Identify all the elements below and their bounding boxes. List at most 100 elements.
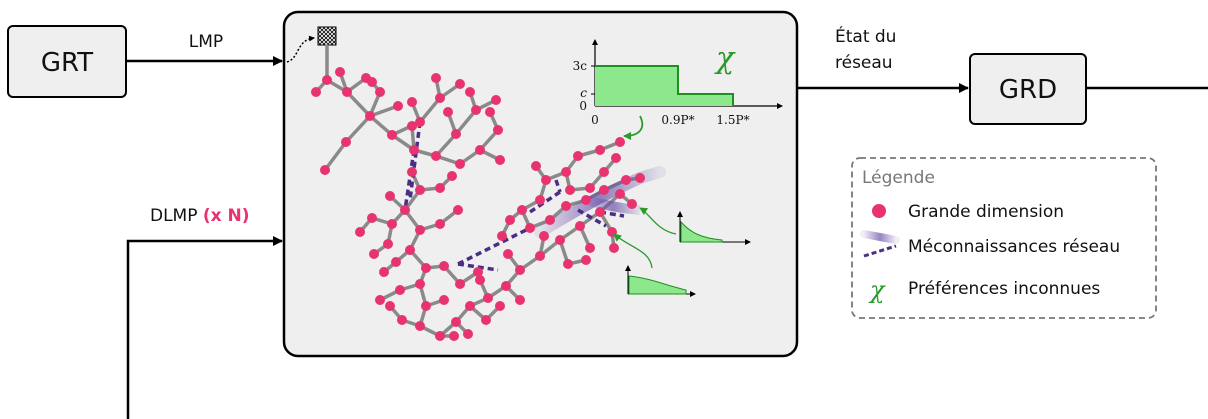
network-node xyxy=(581,255,591,265)
network-node xyxy=(555,235,565,245)
network-node xyxy=(635,173,645,183)
ytick-3c: 3c xyxy=(573,59,588,73)
legend-item-meconnaissances: Méconnaissances réseau xyxy=(908,237,1120,257)
network-node xyxy=(561,201,571,211)
network-dashed-edge xyxy=(403,149,416,211)
network-node xyxy=(481,315,491,325)
cost-chart: 3c c 0 0 0.9P* 1.5P* χ xyxy=(573,39,783,140)
lmp-label: LMP xyxy=(189,32,223,52)
grd-box: GRD xyxy=(969,53,1087,125)
network-node xyxy=(407,97,417,107)
network-node xyxy=(342,87,352,97)
ytick-0: 0 xyxy=(579,99,587,113)
chi-symbol: χ xyxy=(714,41,736,76)
network-node xyxy=(375,295,385,305)
network-node xyxy=(421,263,431,273)
network-node xyxy=(435,219,445,229)
network-dashed-edge xyxy=(457,226,531,266)
network-node xyxy=(493,125,503,135)
network-node xyxy=(463,329,473,339)
network-node xyxy=(383,239,393,249)
network-node xyxy=(575,221,585,231)
network-node xyxy=(405,245,415,255)
network-node xyxy=(400,205,410,215)
network-node xyxy=(435,183,445,193)
network-graph xyxy=(311,44,666,341)
network-node xyxy=(335,67,345,77)
network-edge xyxy=(418,96,442,124)
network-dashed-edge xyxy=(529,190,561,214)
legend-dashed-icon xyxy=(863,244,897,258)
network-node xyxy=(475,275,485,285)
network-node xyxy=(355,227,365,237)
network-node xyxy=(471,105,481,115)
network-node xyxy=(397,315,407,325)
legend-chi-icon: χ xyxy=(868,276,886,304)
grt-box: GRT xyxy=(7,25,127,98)
network-node xyxy=(421,301,431,311)
preference-plot-2 xyxy=(613,233,696,297)
grt-label: GRT xyxy=(41,48,93,78)
network-node xyxy=(515,265,525,275)
legend-item-grande-dimension: Grande dimension xyxy=(908,202,1064,222)
network-node xyxy=(517,205,527,215)
xtick-0: 0 xyxy=(591,113,599,127)
dlmp-arrow xyxy=(126,236,283,419)
network-node xyxy=(453,205,463,215)
network-node xyxy=(561,167,571,177)
network-node xyxy=(365,111,375,121)
network-node xyxy=(581,195,591,205)
network-node xyxy=(451,317,461,327)
network-node xyxy=(585,243,595,253)
network-edge xyxy=(344,114,372,144)
network-node xyxy=(341,137,351,147)
xtick-15p: 1.5P* xyxy=(716,113,749,127)
cost-step-area xyxy=(595,66,733,106)
network-node xyxy=(415,321,425,331)
network-node xyxy=(439,261,449,271)
network-node xyxy=(573,151,583,161)
network-dashed-edge xyxy=(554,179,562,193)
legend: Légende Grande dimension Méconnaissances… xyxy=(851,157,1157,319)
network-edge xyxy=(454,108,478,136)
network-node xyxy=(367,77,377,87)
network-node xyxy=(595,145,605,155)
network-dashed-edge xyxy=(408,121,422,201)
network-node xyxy=(415,279,425,289)
network-node xyxy=(495,155,505,165)
network-node xyxy=(539,231,549,241)
legend-title: Légende xyxy=(862,168,935,188)
network-node xyxy=(385,301,395,311)
network-node xyxy=(375,87,385,97)
network-node xyxy=(447,171,457,181)
network-node xyxy=(435,93,445,103)
network-node xyxy=(599,185,609,195)
network-node xyxy=(407,121,417,131)
network-node xyxy=(615,189,625,199)
network-node xyxy=(497,231,507,241)
chart-to-network-arrow xyxy=(623,115,644,140)
dlmp-label: DLMP (x N) xyxy=(150,206,250,226)
network-node xyxy=(379,267,389,277)
network-node xyxy=(367,213,377,223)
network-node xyxy=(531,161,541,171)
network-node xyxy=(585,183,595,193)
network-node xyxy=(475,145,485,155)
network-node xyxy=(435,331,445,341)
network-node xyxy=(565,185,575,195)
network-node xyxy=(322,75,332,85)
network-node xyxy=(415,225,425,235)
network-node xyxy=(495,301,505,311)
network-node xyxy=(407,167,417,177)
legend-blur-icon xyxy=(860,230,900,244)
network-node xyxy=(451,129,461,139)
network-node xyxy=(465,87,475,97)
lmp-inject-arrow xyxy=(286,35,315,63)
network-node xyxy=(431,151,441,161)
network-node xyxy=(465,301,475,311)
network-node xyxy=(563,259,573,269)
network-node xyxy=(501,281,511,291)
network-node xyxy=(415,185,425,195)
network-node xyxy=(387,219,397,229)
